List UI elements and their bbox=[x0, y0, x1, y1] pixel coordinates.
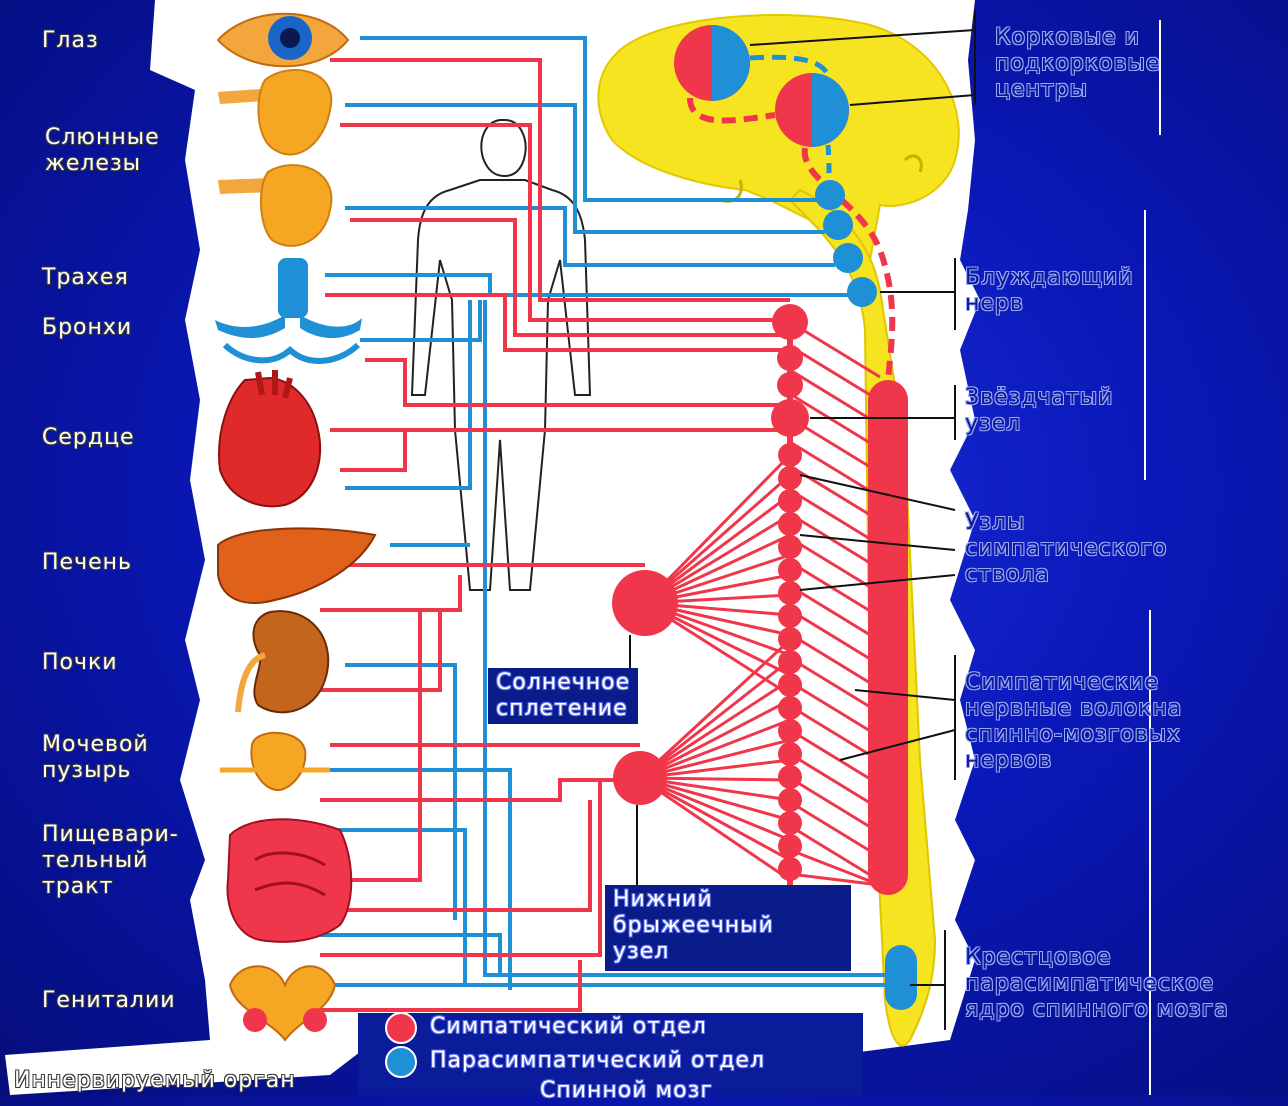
ramus-fiber bbox=[790, 730, 880, 785]
heart-icon bbox=[219, 370, 320, 506]
human-silhouette-icon bbox=[412, 120, 590, 590]
label-trachea: Трахея bbox=[42, 265, 129, 291]
cortical-center-1 bbox=[674, 25, 750, 101]
splanchnic-fiber bbox=[645, 535, 790, 603]
legend-sympathetic: Симпатический отдел bbox=[422, 1012, 715, 1042]
ramus-fiber bbox=[790, 658, 880, 713]
label-bronchi: Бронхи bbox=[42, 315, 132, 341]
brain-icon bbox=[598, 15, 958, 265]
salivary-gland-icon bbox=[218, 70, 331, 246]
label-trunk-nodes: Узлы симпатического ствола bbox=[965, 510, 1167, 588]
intestine-icon bbox=[227, 819, 351, 942]
label-sacral-nucleus: Крестцовое парасимпатическое ядро спинно… bbox=[965, 945, 1229, 1023]
sympathetic-fibers bbox=[320, 60, 790, 1010]
sympathetic-ganglion bbox=[778, 581, 802, 605]
ramus-fiber bbox=[790, 586, 880, 641]
ramus-fiber bbox=[790, 802, 880, 857]
plexus-fibers bbox=[640, 455, 790, 880]
sacral-nucleus bbox=[885, 945, 917, 1010]
splanchnic-fiber bbox=[640, 778, 790, 780]
label-mesenteric-ganglion: Нижний брыжеечный узел bbox=[605, 885, 851, 971]
legend-spinal-cord: Спинной мозг bbox=[532, 1076, 721, 1106]
sympathetic-ganglion bbox=[778, 857, 802, 881]
label-solar-plexus: Солнечное сплетение bbox=[488, 668, 638, 724]
splanchnic-fiber bbox=[640, 640, 790, 778]
label-cortical-centers: Корковые и подкорковые центры bbox=[995, 25, 1160, 103]
genitals-icon bbox=[230, 966, 335, 1040]
sympathetic-ganglion bbox=[778, 765, 802, 789]
ramus-fiber bbox=[790, 610, 880, 665]
kidney-icon bbox=[238, 611, 328, 712]
label-stellate: Звёздчатый узел bbox=[965, 385, 1113, 437]
label-genitals: Гениталии bbox=[42, 988, 176, 1014]
sympathetic-legend-icon bbox=[385, 1012, 417, 1044]
label-heart: Сердце bbox=[42, 425, 135, 451]
label-liver: Печень bbox=[42, 550, 132, 576]
label-eye: Глаз bbox=[42, 28, 99, 54]
sympathetic-ganglion bbox=[778, 696, 802, 720]
ramus-fiber bbox=[790, 754, 880, 809]
sympathetic-ganglion bbox=[778, 558, 802, 582]
label-bladder: Мочевой пузырь bbox=[42, 732, 149, 784]
splanchnic-fiber bbox=[645, 603, 790, 695]
splanchnic-fiber bbox=[640, 778, 790, 820]
label-kidneys: Почки bbox=[42, 650, 118, 676]
label-vagus: Блуждающий нерв bbox=[965, 265, 1134, 317]
splanchnic-fiber bbox=[645, 495, 790, 603]
ramus-fiber bbox=[790, 778, 880, 833]
parasympathetic-legend-icon bbox=[385, 1046, 417, 1078]
label-salivary: Слюнные железы bbox=[45, 125, 160, 177]
eye-icon bbox=[218, 14, 348, 67]
splanchnic-fiber bbox=[640, 700, 790, 778]
ramus-fiber bbox=[790, 538, 880, 593]
splanchnic-fiber bbox=[640, 778, 790, 880]
ramus-fiber bbox=[790, 634, 880, 689]
label-digestive: Пищевари- тельный тракт bbox=[42, 822, 179, 900]
ramus-fiber bbox=[790, 826, 880, 881]
bladder-icon bbox=[220, 733, 330, 790]
label-spinal-fibers: Симпатические нервные волокна спинно-моз… bbox=[965, 670, 1182, 774]
cortical-center-2 bbox=[775, 73, 849, 147]
splanchnic-fiber bbox=[645, 475, 790, 603]
label-innervated-organ: Иннервируемый орган bbox=[14, 1068, 296, 1094]
legend-parasympathetic: Парасимпатический отдел bbox=[422, 1046, 773, 1076]
